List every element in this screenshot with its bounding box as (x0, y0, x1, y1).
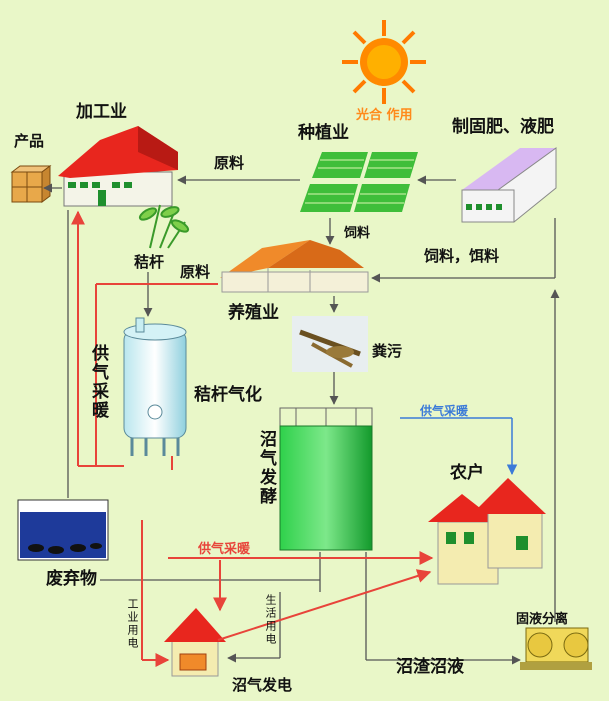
label-domestic-power: 生活用电 (264, 594, 277, 646)
label-fertilizer: 制固肥、液肥 (452, 117, 554, 137)
heating-arrows (71, 210, 434, 667)
label-residue-liquid: 沼渣沼液 (396, 657, 464, 677)
label-breeding: 养殖业 (228, 303, 279, 323)
breeding-shed-icon (220, 240, 369, 293)
power-plant-icon (164, 608, 226, 677)
label-gas-heating-vertical: 供气采暖 (88, 344, 108, 420)
label-gas-heating-red: 供气采暖 (198, 542, 251, 557)
label-feed: 饲料 (344, 226, 371, 241)
label-farmer: 农户 (450, 463, 484, 483)
label-gas-heating-blue: 供气采暖 (420, 404, 469, 418)
label-planting: 种植业 (298, 123, 349, 143)
label-waste: 废弃物 (46, 569, 97, 589)
blue-heating-arrow (400, 417, 518, 476)
gasification-tank-icon (123, 317, 187, 456)
label-raw-material-1: 原料 (214, 154, 245, 172)
manure-equipment-icon (292, 316, 368, 372)
biogas-fermenter-icon (279, 407, 373, 551)
farmer-house-icon (428, 478, 546, 585)
label-processing: 加工业 (76, 102, 127, 122)
label-raw-material-2: 原料 (180, 263, 211, 281)
label-biogas-power: 沼气发电 (232, 676, 293, 694)
label-straw-gasification: 秸杆气化 (194, 385, 262, 405)
crop-fields-icon (300, 152, 418, 212)
separator-machine-icon (520, 627, 592, 670)
straw-plant-icon (138, 204, 190, 249)
processing-factory-icon (58, 126, 178, 207)
waste-pool-icon (17, 499, 109, 561)
label-photosynthesis: 光合 作用 (356, 108, 413, 123)
fertilizer-factory-icon (461, 147, 557, 223)
label-biogas-fermentation: 沼气发酵 (256, 430, 276, 506)
label-product: 产品 (14, 132, 45, 150)
sun-icon (342, 20, 426, 104)
flow-arrows (43, 175, 560, 665)
product-boxes-icon (10, 165, 52, 203)
label-straw: 秸杆 (134, 253, 165, 271)
label-industrial-power: 工业用电 (126, 598, 139, 650)
label-feed-bait: 饲料，饵料 (424, 247, 500, 265)
label-solid-liquid-separation: 固液分离 (516, 612, 569, 627)
label-manure: 粪污 (372, 342, 403, 360)
